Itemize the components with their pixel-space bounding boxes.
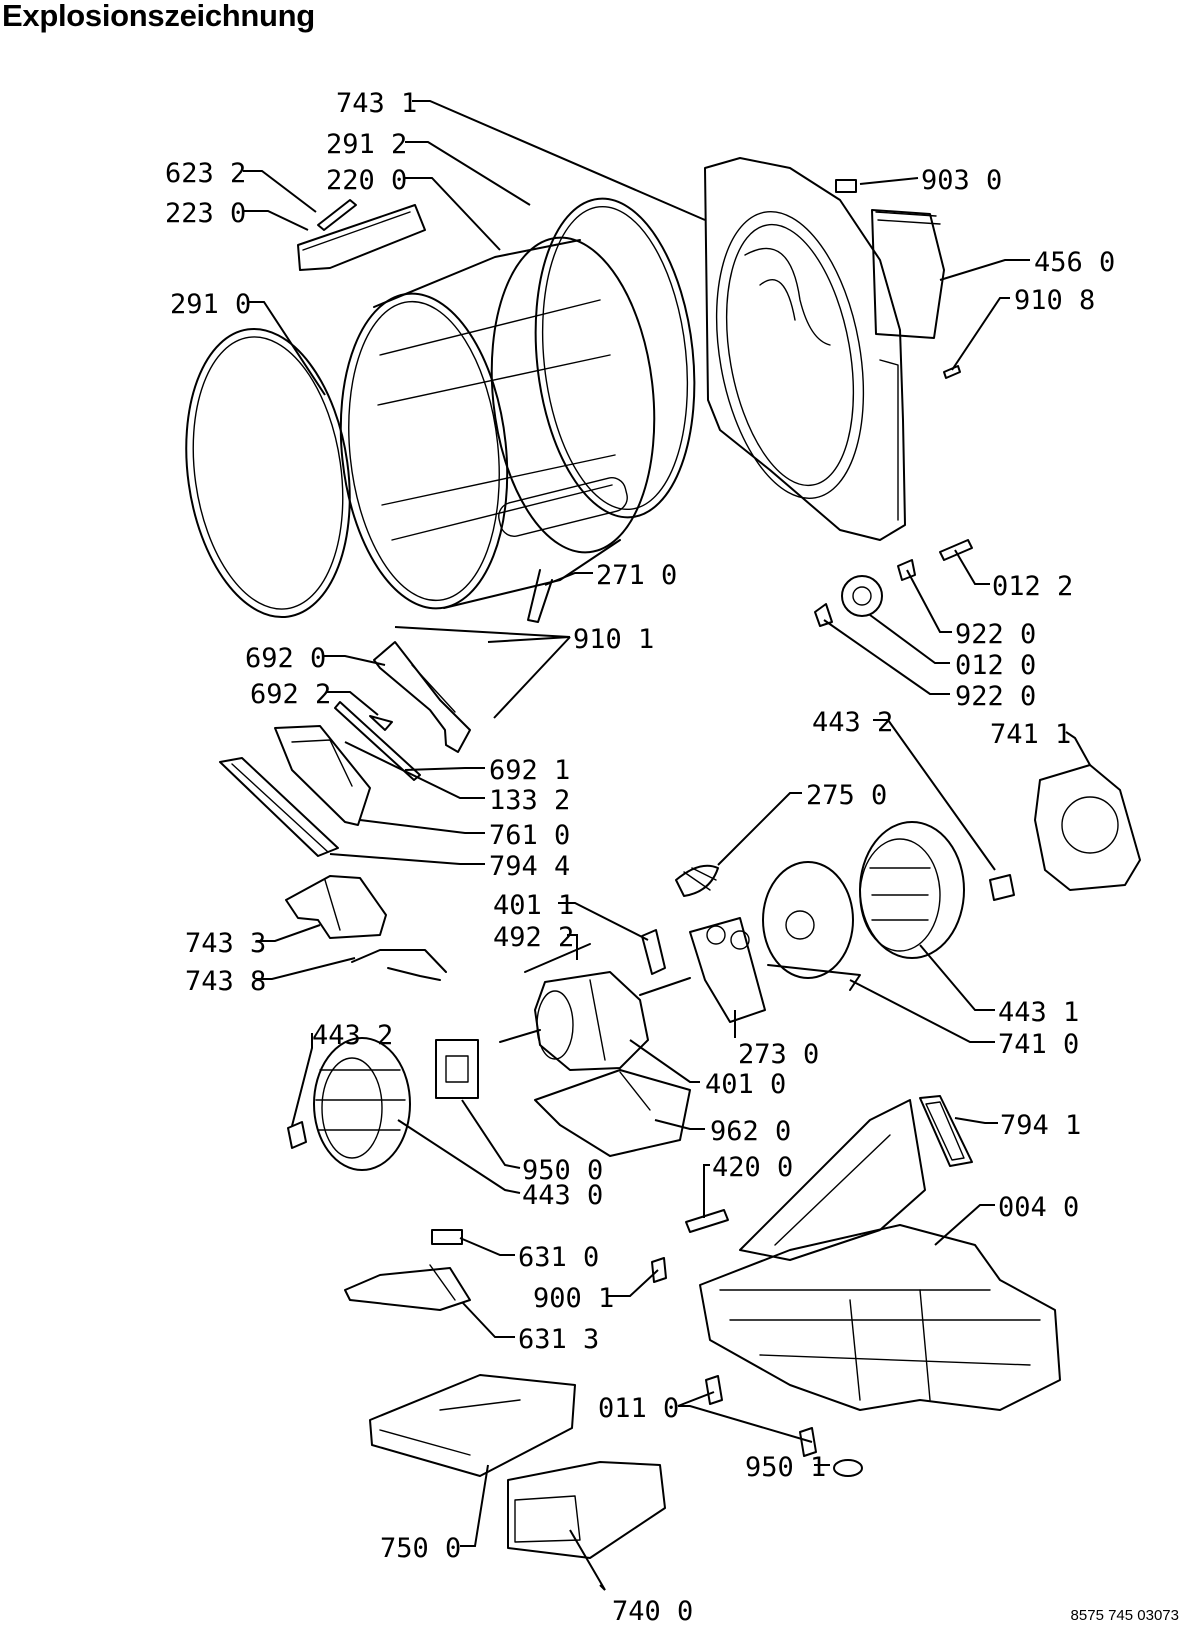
- callout-492-2: 492 2: [493, 922, 574, 953]
- filter-frame: [274, 725, 371, 826]
- base-frame: [699, 1224, 1061, 1411]
- rear-bulkhead: [704, 157, 906, 541]
- air-duct: [739, 1099, 926, 1261]
- callout-275-0: 275 0: [806, 780, 887, 811]
- front-fan-wheel: [313, 1037, 411, 1171]
- callout-012-2: 012 2: [992, 571, 1073, 602]
- callout-741-0: 741 0: [998, 1029, 1079, 1060]
- callout-922-0-b: 922 0: [955, 681, 1036, 712]
- callout-910-8: 910 8: [1014, 285, 1095, 316]
- callout-743-3: 743 3: [185, 928, 266, 959]
- callout-692-1: 692 1: [489, 755, 570, 786]
- callout-220-0: 220 0: [326, 165, 407, 196]
- fan-nut-rear: [989, 874, 1015, 901]
- callout-443-2-a: 443 2: [812, 707, 893, 738]
- leader-lines: [243, 100, 1091, 1591]
- callout-794-4: 794 4: [489, 851, 570, 882]
- callout-741-1: 741 1: [990, 719, 1071, 750]
- page-title: Explosionszeichnung: [2, 0, 315, 33]
- belt-spring: [675, 864, 719, 897]
- callout-223-0: 223 0: [165, 198, 246, 229]
- lifter-clip: [317, 199, 357, 231]
- callout-910-1: 910 1: [573, 624, 654, 655]
- duct-seal: [919, 1095, 973, 1167]
- callout-922-0-a: 922 0: [955, 619, 1036, 650]
- axle: [939, 539, 973, 561]
- callout-011-0: 011 0: [598, 1393, 679, 1424]
- callout-950-0: 950 0: [522, 1155, 603, 1186]
- callout-900-1: 900 1: [533, 1283, 614, 1314]
- drum-lifter: [297, 204, 426, 271]
- callout-623-2: 623 2: [165, 158, 246, 189]
- screw-910-8: [943, 365, 961, 379]
- terminal-block: [871, 209, 945, 339]
- rear-fan-wheel: [859, 821, 965, 959]
- callout-962-0: 962 0: [710, 1116, 791, 1147]
- container-cover: [369, 1374, 576, 1477]
- switch-631-0: [431, 1229, 463, 1245]
- callout-271-0: 271 0: [596, 560, 677, 591]
- callout-012-0: 012 0: [955, 650, 1036, 681]
- motor: [499, 971, 691, 1071]
- lint-filter: [219, 757, 339, 857]
- drum-seal-rear: [534, 197, 696, 519]
- motor-clamp: [641, 929, 666, 975]
- fan-housing-cover: [285, 875, 387, 939]
- callout-743-8: 743 8: [185, 966, 266, 997]
- callout-761-0: 761 0: [489, 820, 570, 851]
- filter-cover: [373, 641, 471, 753]
- callout-950-1: 950 1: [745, 1452, 826, 1483]
- callout-291-2: 291 2: [326, 129, 407, 160]
- gasket-950-0: [435, 1039, 479, 1099]
- callout-273-0: 273 0: [738, 1039, 819, 1070]
- callout-443-2-b: 443 2: [312, 1020, 393, 1051]
- callout-692-2: 692 2: [250, 679, 331, 710]
- foot-pad: [833, 1459, 863, 1477]
- washer-upper: [897, 559, 916, 581]
- wheel: [841, 575, 883, 617]
- foot-011-0: [705, 1375, 723, 1405]
- callout-631-3: 631 3: [518, 1324, 599, 1355]
- callout-456-0: 456 0: [1034, 247, 1115, 278]
- filter-hinge: [334, 701, 421, 781]
- water-container: [507, 1461, 666, 1559]
- drum-seal-front: [185, 327, 351, 619]
- callout-903-0: 903 0: [921, 165, 1002, 196]
- blower-housing: [1034, 764, 1141, 891]
- callout-794-1: 794 1: [1000, 1110, 1081, 1141]
- washer-lower: [814, 603, 833, 627]
- callout-743-1: 743 1: [336, 88, 417, 119]
- fan-nut-front: [287, 1121, 307, 1149]
- control-bracket: [344, 1264, 471, 1311]
- tension-arm: [689, 917, 766, 1023]
- rear-fan-housing: [762, 861, 861, 991]
- callout-443-0: 443 0: [522, 1180, 603, 1211]
- callout-692-0: 692 0: [245, 643, 326, 674]
- motor-pin: [524, 943, 591, 973]
- callout-420-0: 420 0: [712, 1152, 793, 1183]
- callout-740-0: 740 0: [612, 1596, 693, 1626]
- wire-clip: [351, 949, 447, 981]
- document-number: 8575 745 03073: [1070, 1607, 1179, 1624]
- heat-shield: [534, 1069, 691, 1157]
- callout-750-0: 750 0: [380, 1533, 461, 1564]
- callout-401-1: 401 1: [493, 890, 574, 921]
- callout-133-2: 133 2: [489, 785, 570, 816]
- spring-900-1: [651, 1257, 667, 1283]
- sensor-420-0: [685, 1209, 729, 1233]
- callout-401-0: 401 0: [705, 1069, 786, 1100]
- drum: [339, 236, 656, 623]
- callout-291-0: 291 0: [170, 289, 251, 320]
- callout-004-0: 004 0: [998, 1192, 1079, 1223]
- foot-011-0-rear: [799, 1427, 817, 1457]
- callout-443-1: 443 1: [998, 997, 1079, 1028]
- sensor-clip: [835, 179, 857, 193]
- callout-631-0: 631 0: [518, 1242, 599, 1273]
